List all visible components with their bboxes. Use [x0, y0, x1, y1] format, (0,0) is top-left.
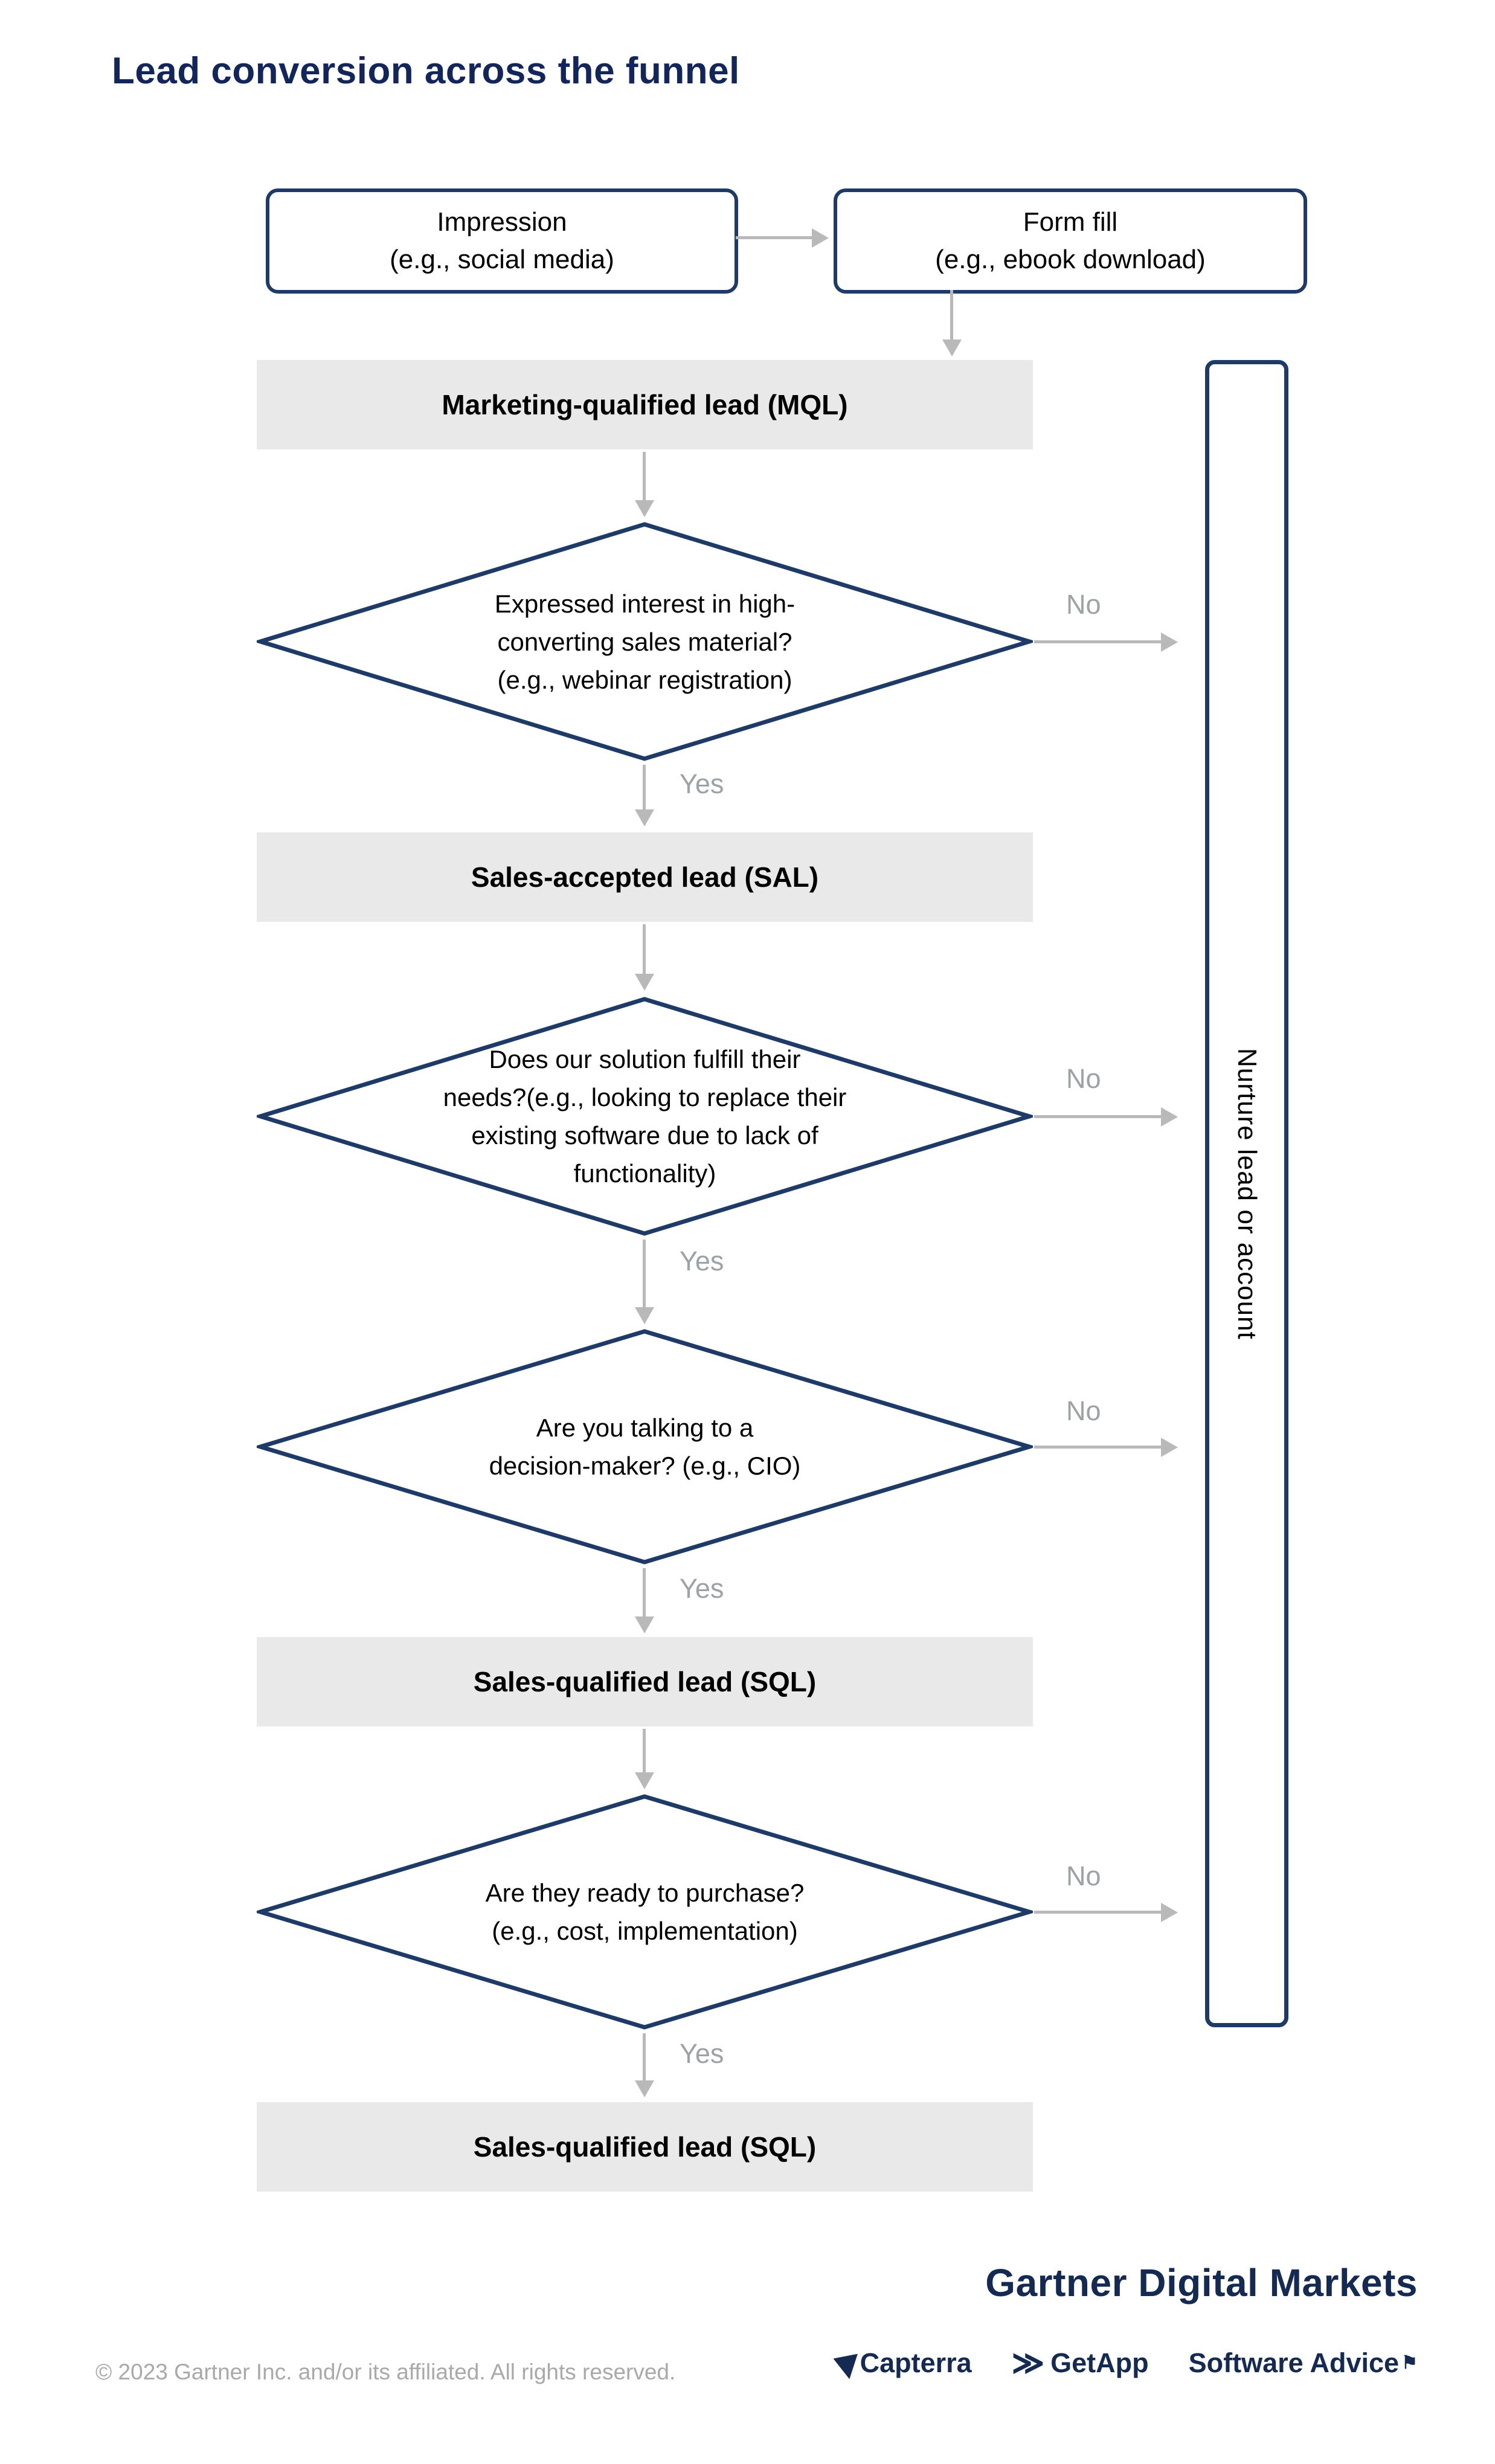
decision-diamond-2: Does our solution fulfill their needs?(e…	[257, 996, 1033, 1237]
software-advice-flag-icon: ⚑	[1401, 2353, 1418, 2373]
no-label-1: No	[1066, 589, 1101, 620]
yes-arrow-1	[643, 765, 646, 811]
yes-arrow-4	[643, 2033, 646, 2082]
decision-diamond-3-text: Are you talking to a decision-maker? (e.…	[489, 1414, 801, 1480]
yes-arrow-3	[643, 1568, 646, 1618]
arrow-formfill-to-mql	[950, 290, 953, 341]
decision-diamond-4-shape	[257, 1794, 1033, 2030]
decision-diamond-4-text: Are they ready to purchase? (e.g., cost,…	[485, 1879, 805, 1945]
no-arrow-3	[1034, 1446, 1162, 1449]
yes-arrow-2	[643, 1240, 646, 1308]
gartner-digital-markets-logo: Gartner Digital Markets	[985, 2261, 1418, 2305]
getapp-label: GetApp	[1050, 2347, 1149, 2378]
capterra-label: Capterra	[860, 2347, 972, 2378]
nurture-label: Nurture lead or account	[1232, 1047, 1262, 1340]
decision-diamond-2-text: Does our solution fulfill their needs?(e…	[443, 1045, 847, 1188]
arrow-sql-to-decision4	[643, 1729, 646, 1774]
yes-label-4: Yes	[680, 2038, 724, 2069]
copyright-text: © 2023 Gartner Inc. and/or its affiliate…	[95, 2359, 676, 2384]
no-arrow-4	[1034, 1911, 1162, 1914]
no-arrow-1	[1034, 640, 1162, 643]
decision-diamond-1-shape	[257, 522, 1033, 761]
stage-bar-sql: Sales-qualified lead (SQL)	[257, 1637, 1033, 1726]
decision-diamond-1-text: Expressed interest in high- converting s…	[494, 589, 796, 694]
page-title: Lead conversion across the funnel	[112, 50, 740, 92]
no-label-3: No	[1066, 1395, 1101, 1426]
yes-label-2: Yes	[680, 1246, 724, 1276]
decision-diamond-1: Expressed interest in high- converting s…	[257, 521, 1033, 762]
no-label-2: No	[1066, 1063, 1101, 1094]
stage-bar-sal: Sales-accepted lead (SAL)	[257, 832, 1033, 922]
stage-bar-mql: Marketing-qualified lead (MQL)	[257, 360, 1033, 449]
software-advice-label: Software Advice	[1188, 2347, 1400, 2378]
arrow-sal-to-decision2	[643, 924, 646, 975]
yes-label-1: Yes	[680, 768, 724, 799]
stage-bar-sql-final: Sales-qualified lead (SQL)	[257, 2102, 1033, 2192]
arrow-impression-to-formfill	[736, 236, 813, 239]
impression-node: Impression (e.g., social media)	[266, 188, 738, 294]
arrow-mql-to-decision1	[643, 452, 646, 501]
no-arrow-2	[1034, 1115, 1162, 1118]
getapp-chevrons-icon: ≫	[1011, 2344, 1045, 2382]
capterra-logo: Capterra	[828, 2347, 972, 2379]
nurture-box: Nurture lead or account	[1205, 360, 1288, 2027]
decision-diamond-3-shape	[257, 1329, 1033, 1565]
form-fill-node: Form fill (e.g., ebook download)	[834, 188, 1307, 294]
decision-diamond-3: Are you talking to a decision-maker? (e.…	[257, 1328, 1033, 1566]
software-advice-logo: Software Advice ⚑	[1189, 2347, 1418, 2379]
getapp-logo: ≫ GetApp	[1011, 2344, 1149, 2382]
decision-diamond-4: Are they ready to purchase? (e.g., cost,…	[257, 1793, 1033, 2031]
yes-label-3: Yes	[680, 1573, 724, 1604]
capterra-icon	[828, 2347, 858, 2379]
no-label-4: No	[1066, 1861, 1101, 1891]
decision-diamond-2-shape	[257, 997, 1033, 1236]
brand-logo-row: Capterra ≫ GetApp Software Advice ⚑	[828, 2344, 1418, 2382]
